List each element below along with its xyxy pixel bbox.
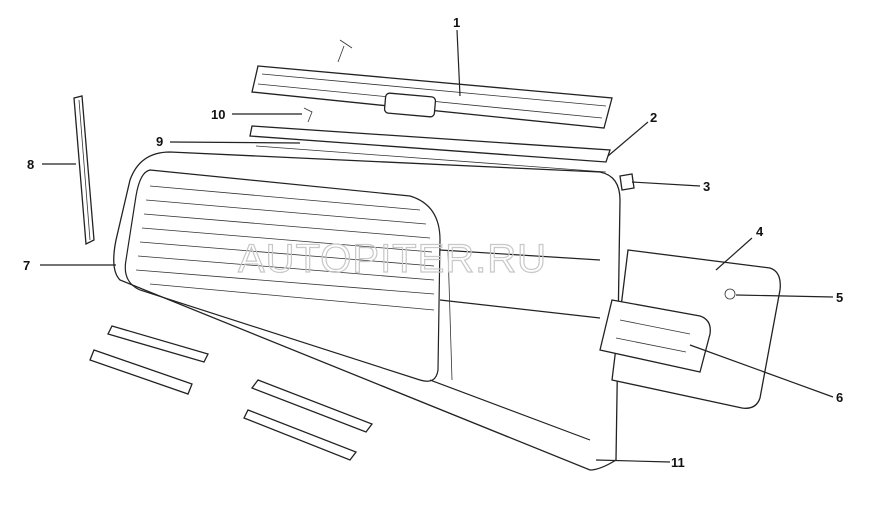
callout-8: 8 (27, 157, 34, 172)
part-top-crossmember (251, 39, 613, 129)
callout-11: 11 (671, 455, 685, 470)
callout-6: 6 (836, 390, 843, 405)
part-tailgate-trim (599, 299, 711, 373)
callout-1: 1 (453, 15, 460, 30)
callout-2: 2 (650, 110, 657, 125)
part-lower-strips (89, 325, 374, 461)
part-bolt (303, 107, 313, 123)
part-upper-seal (249, 125, 611, 173)
callout-7: 7 (23, 258, 30, 273)
callout-3: 3 (703, 179, 710, 194)
part-clip (619, 173, 635, 191)
watermark-text: AUTOPITER.RU (238, 237, 547, 281)
part-side-seal (73, 95, 95, 246)
callout-9: 9 (156, 134, 163, 149)
callout-4: 4 (756, 224, 764, 239)
callout-5: 5 (836, 290, 843, 305)
callout-10: 10 (211, 107, 225, 122)
part-rear-window (113, 151, 621, 471)
leader-lines (40, 29, 834, 463)
